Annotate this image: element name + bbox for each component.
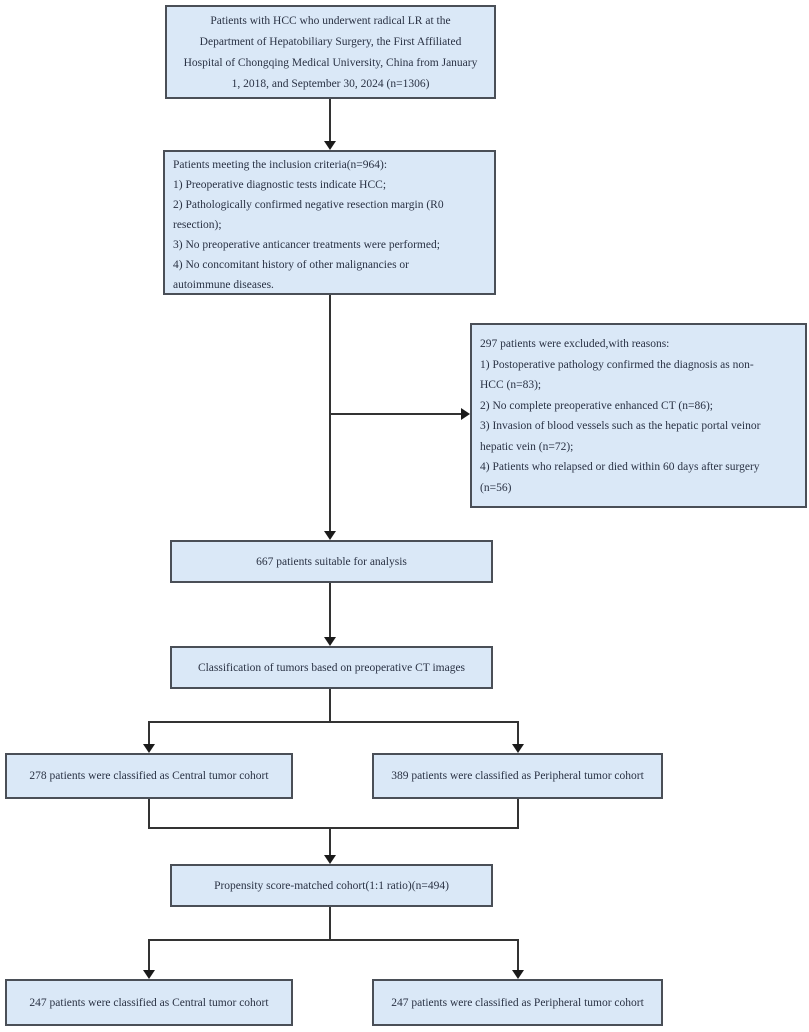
connector-split-left-drop [148, 721, 150, 745]
box-exclusion-reasons: 297 patients were excluded,with reasons:… [470, 323, 807, 508]
arrowhead-into-psm [324, 855, 336, 864]
connector-analysis-to-classification [329, 583, 331, 638]
connector-split2-left-drop [148, 939, 150, 971]
box-matched-central-cohort: 247 patients were classified as Central … [5, 979, 293, 1026]
arrowhead-into-peripheral-cohort [512, 744, 524, 753]
box-propensity-score-matched: Propensity score-matched cohort(1:1 rati… [170, 864, 493, 907]
connector-split-horizontal [148, 721, 519, 723]
connector-merge-right-drop [517, 799, 519, 829]
connector-split2-right-drop [517, 939, 519, 971]
arrowhead-into-analysis [324, 531, 336, 540]
arrowhead-into-central-cohort [143, 744, 155, 753]
connector-split2-horizontal [148, 939, 519, 941]
connector-initial-to-inclusion [329, 99, 331, 142]
box-initial-patients: Patients with HCC who underwent radical … [165, 5, 496, 99]
connector-merge-stem [329, 827, 331, 856]
arrowhead-into-matched-peripheral [512, 970, 524, 979]
arrowhead-into-inclusion [324, 141, 336, 150]
arrowhead-into-matched-central [143, 970, 155, 979]
box-inclusion-criteria: Patients meeting the inclusion criteria(… [163, 150, 496, 295]
arrowhead-into-classification [324, 637, 336, 646]
box-matched-peripheral-cohort: 247 patients were classified as Peripher… [372, 979, 663, 1026]
arrowhead-into-exclusion [461, 408, 470, 420]
connector-split-right-drop [517, 721, 519, 745]
box-central-tumor-cohort: 278 patients were classified as Central … [5, 753, 293, 799]
connector-classification-stem [329, 689, 331, 723]
box-suitable-for-analysis: 667 patients suitable for analysis [170, 540, 493, 583]
connector-merge-horizontal [148, 827, 519, 829]
box-ct-classification: Classification of tumors based on preope… [170, 646, 493, 689]
connector-psm-stem [329, 907, 331, 941]
connector-merge-left-drop [148, 799, 150, 829]
box-peripheral-tumor-cohort: 389 patients were classified as Peripher… [372, 753, 663, 799]
connector-branch-to-exclusion [330, 413, 461, 415]
